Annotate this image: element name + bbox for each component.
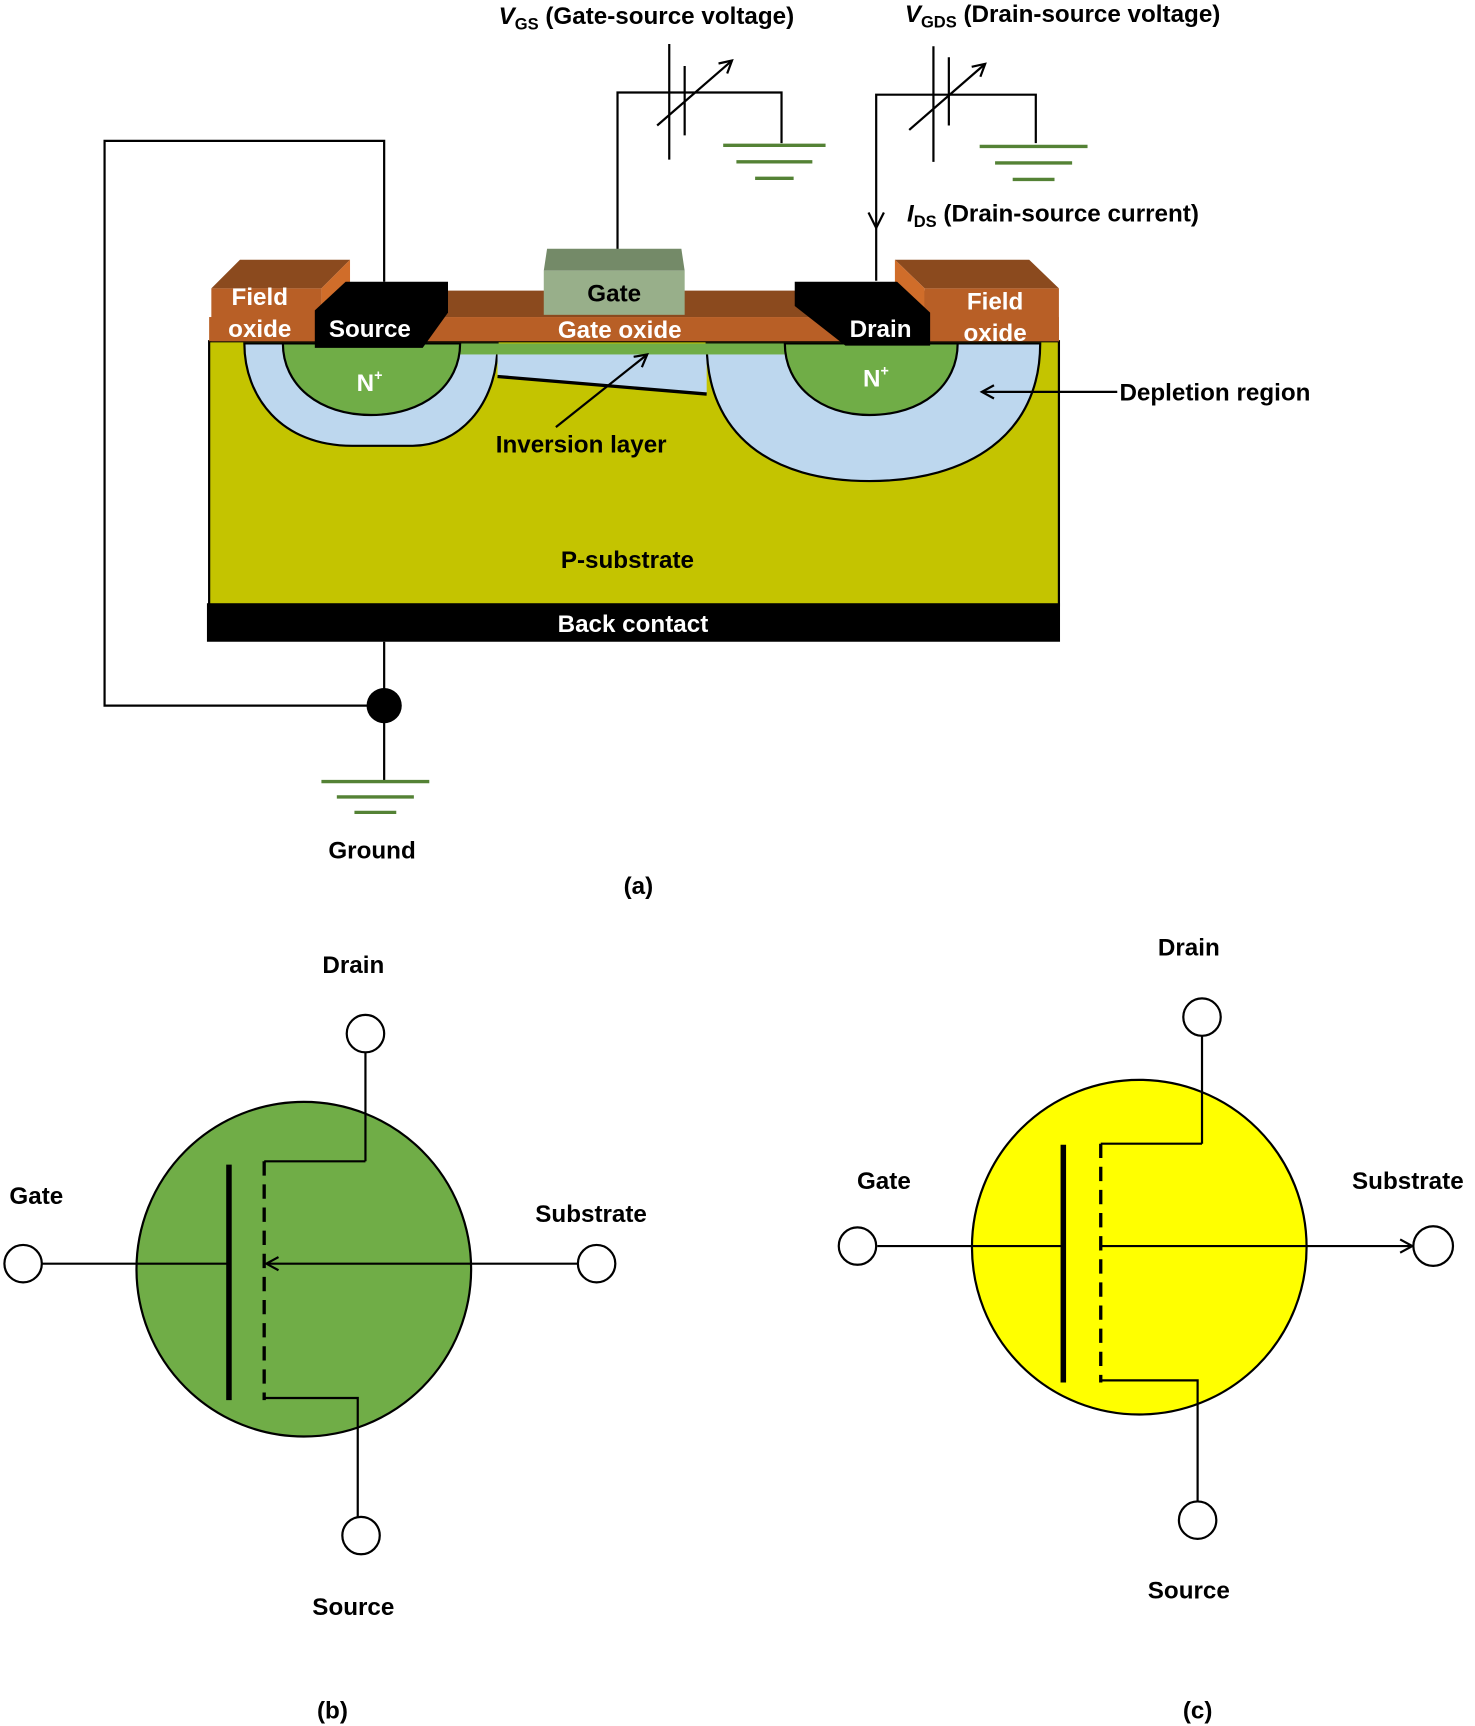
field-oxide-right-label-1: Field xyxy=(967,288,1023,315)
inversion-layer-label: Inversion layer xyxy=(496,431,667,458)
figure-b-nmos-symbol: Drain Source Gate Substrate (b) xyxy=(3,952,647,1724)
nmos-body xyxy=(135,1100,473,1438)
drain-label: Drain xyxy=(850,316,912,343)
n-plus-drain-well xyxy=(783,342,959,417)
gate-label: Gate xyxy=(587,281,641,308)
ground-label: Ground xyxy=(328,838,415,865)
field-oxide-left-label-2: oxide xyxy=(228,316,291,343)
vgs-label: VGS (Gate-source voltage) xyxy=(499,3,795,34)
source-terminal[interactable] xyxy=(341,1515,381,1556)
vgds-variable-battery-icon xyxy=(875,46,1037,281)
junction-node-icon xyxy=(366,687,402,724)
gate-terminal[interactable] xyxy=(837,1226,878,1266)
gate-electrode xyxy=(543,248,685,315)
n-plus-drain-label: N+ xyxy=(863,363,889,392)
substrate-label: Substrate xyxy=(1352,1168,1464,1195)
gate-label: Gate xyxy=(857,1168,911,1195)
drain-label: Drain xyxy=(322,952,384,979)
source-label: Source xyxy=(329,316,411,343)
inversion-layer xyxy=(286,343,958,355)
source-ground-wire xyxy=(103,139,386,707)
substrate-terminal[interactable] xyxy=(1412,1225,1455,1267)
n-plus-source-label: N+ xyxy=(357,368,383,397)
source-label: Source xyxy=(312,1594,394,1621)
substrate-label: Substrate xyxy=(535,1201,647,1228)
ids-label: IDS (Drain-source current) xyxy=(907,200,1199,231)
p-substrate-label: P-substrate xyxy=(561,547,694,574)
vgs-variable-battery-icon xyxy=(616,44,783,251)
drain-terminal[interactable] xyxy=(1182,997,1222,1037)
drain-terminal[interactable] xyxy=(345,1013,386,1054)
drain-label: Drain xyxy=(1158,934,1220,961)
source-label: Source xyxy=(1148,1577,1230,1604)
figure-a-cross-section: VGS (Gate-source voltage) VGDS (Drain-so… xyxy=(103,1,1310,900)
n-plus-source-well xyxy=(281,342,462,417)
back-contact xyxy=(206,603,1061,642)
source-terminal[interactable] xyxy=(1177,1500,1218,1540)
gate-terminal[interactable] xyxy=(3,1243,43,1284)
substrate-terminal[interactable] xyxy=(576,1243,617,1284)
field-oxide-right-label-2: oxide xyxy=(963,320,1026,347)
gate-label: Gate xyxy=(9,1183,63,1210)
ground-icon xyxy=(321,779,430,815)
ids-current-arrow-icon xyxy=(867,211,885,231)
ground-icon xyxy=(723,143,826,180)
figure-c-pmos-symbol: Drain Source Gate Substrate (c) xyxy=(837,934,1464,1724)
vgds-label: VGDS (Drain-source voltage) xyxy=(905,1,1221,32)
figure-a-caption: (a) xyxy=(624,873,654,900)
figure-c-caption: (c) xyxy=(1183,1697,1213,1724)
drain-contact xyxy=(794,281,931,346)
field-oxide-right xyxy=(894,259,1059,342)
source-contact xyxy=(314,281,449,348)
depletion-region-label: Depletion region xyxy=(1119,380,1310,407)
figure-b-caption: (b) xyxy=(317,1697,348,1724)
channel-depletion xyxy=(497,343,707,395)
ground-icon xyxy=(979,144,1088,182)
field-oxide-left-label-1: Field xyxy=(232,284,288,311)
back-contact-label: Back contact xyxy=(558,611,709,638)
gate-oxide-label: Gate oxide xyxy=(558,317,682,344)
